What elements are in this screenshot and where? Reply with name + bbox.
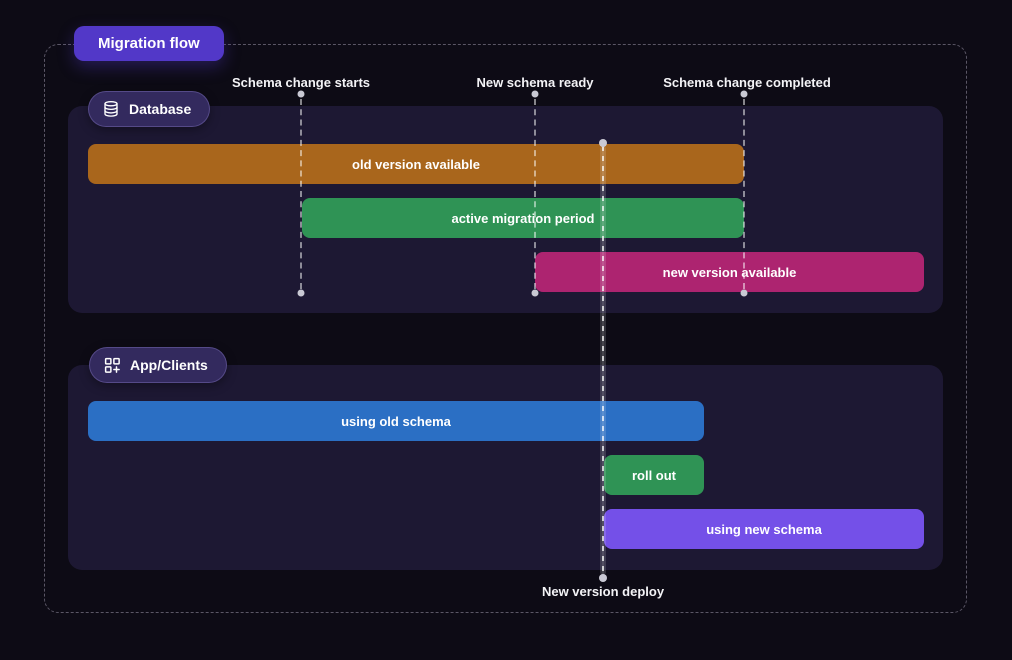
milestone-dot-bottom-2 [531, 289, 539, 297]
bar-roll-out: roll out [604, 455, 704, 495]
milestone-line-schema-change-starts [300, 99, 302, 289]
apps-plus-icon [103, 356, 121, 374]
milestone-label-schema-change-completed: Schema change completed [663, 75, 831, 90]
milestone-dot-bottom-1 [297, 289, 305, 297]
database-icon [102, 100, 120, 118]
deploy-line [600, 146, 606, 575]
milestone-dot-top-3 [740, 90, 748, 98]
bar-using-new-schema: using new schema [604, 509, 924, 549]
database-lane-badge: Database [88, 91, 211, 127]
deploy-dot-top [599, 139, 607, 147]
title-badge: Migration flow [74, 26, 224, 61]
app-clients-lane-badge: App/Clients [89, 347, 227, 383]
bar-using-old-schema: using old schema [88, 401, 704, 441]
milestone-label-schema-change-starts: Schema change starts [231, 75, 371, 90]
milestone-line-new-schema-ready [534, 99, 536, 289]
bar-new-version-available: new version available [535, 252, 924, 292]
milestone-label-new-schema-ready: New schema ready [476, 75, 594, 90]
bar-old-version-available: old version available [88, 144, 744, 184]
bar-active-migration-period: active migration period [302, 198, 744, 238]
milestone-dot-top-2 [531, 90, 539, 98]
diagram-dashed-border [44, 44, 967, 613]
milestone-dot-bottom-3 [740, 289, 748, 297]
database-lane-label: Database [129, 101, 192, 117]
app-clients-lane-label: App/Clients [130, 357, 208, 373]
milestone-dot-top-1 [297, 90, 305, 98]
milestone-line-schema-change-completed [743, 99, 745, 289]
deploy-label: New version deploy [541, 584, 665, 599]
deploy-dot-bottom [599, 574, 607, 582]
